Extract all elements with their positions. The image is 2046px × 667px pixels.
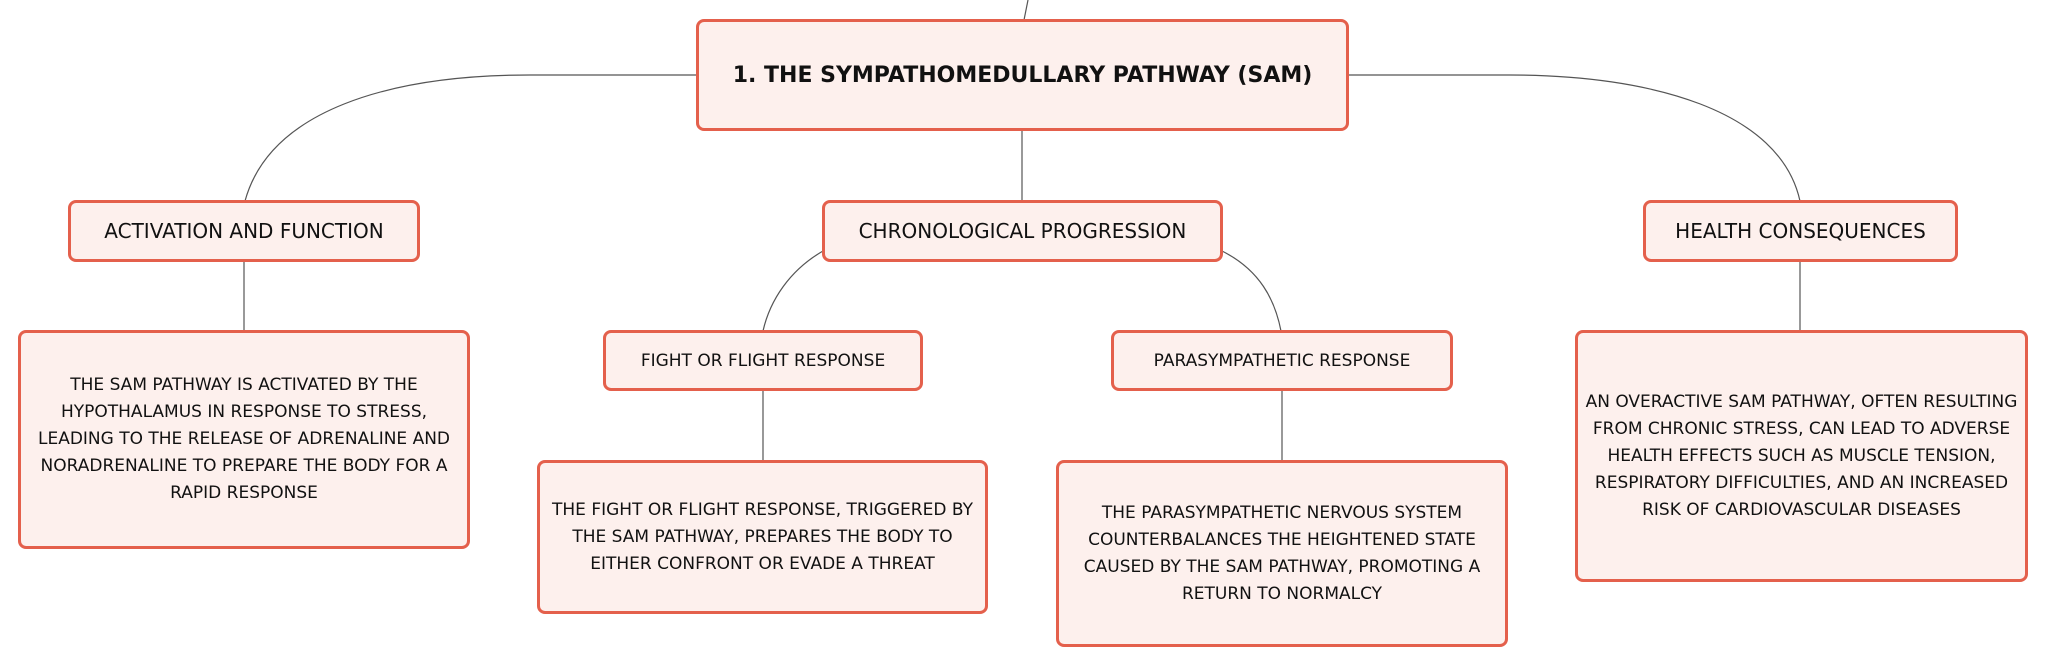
topic-activation-and-function[interactable]: ACTIVATION AND FUNCTION — [68, 200, 420, 262]
connector-root-activation — [244, 74, 697, 202]
connector-chronological-parasympathetic — [1221, 250, 1282, 332]
connector-incoming-root — [1023, 0, 1029, 21]
description-health-text: AN OVERACTIVE SAM PATHWAY, OFTEN RESULTI… — [1585, 391, 2018, 520]
root-node-label: 1. THE SYMPATHOMEDULLARY PATHWAY (SAM) — [732, 62, 1313, 88]
description-parasympathetic-text: THE PARASYMPATHETIC NERVOUS SYSTEM COUNT… — [1083, 502, 1481, 604]
subtopic-parasympathetic[interactable]: PARASYMPATHETIC RESPONSE — [1111, 330, 1453, 391]
connector-root-health — [1349, 74, 1801, 202]
topic-activation-label: ACTIVATION AND FUNCTION — [104, 219, 384, 243]
description-fight-or-flight[interactable]: THE FIGHT OR FLIGHT RESPONSE, TRIGGERED … — [537, 460, 988, 614]
description-parasympathetic[interactable]: THE PARASYMPATHETIC NERVOUS SYSTEM COUNT… — [1056, 460, 1508, 647]
topic-chronological-label: CHRONOLOGICAL PROGRESSION — [858, 219, 1187, 243]
subtopic-fight-or-flight[interactable]: FIGHT OR FLIGHT RESPONSE — [603, 330, 923, 391]
description-health-consequences[interactable]: AN OVERACTIVE SAM PATHWAY, OFTEN RESULTI… — [1575, 330, 2028, 582]
topic-health-consequences[interactable]: HEALTH CONSEQUENCES — [1643, 200, 1958, 262]
subtopic-fight-label: FIGHT OR FLIGHT RESPONSE — [640, 350, 886, 371]
subtopic-parasympathetic-label: PARASYMPATHETIC RESPONSE — [1153, 350, 1411, 371]
description-activation-text: THE SAM PATHWAY IS ACTIVATED BY THE HYPO… — [37, 375, 451, 503]
connector-chronological-fight — [762, 250, 824, 332]
topic-chronological-progression[interactable]: CHRONOLOGICAL PROGRESSION — [822, 200, 1223, 262]
description-fight-text: THE FIGHT OR FLIGHT RESPONSE, TRIGGERED … — [552, 499, 973, 574]
description-activation[interactable]: THE SAM PATHWAY IS ACTIVATED BY THE HYPO… — [18, 330, 470, 549]
root-node[interactable]: 1. THE SYMPATHOMEDULLARY PATHWAY (SAM) — [696, 19, 1349, 131]
topic-health-label: HEALTH CONSEQUENCES — [1675, 219, 1926, 243]
